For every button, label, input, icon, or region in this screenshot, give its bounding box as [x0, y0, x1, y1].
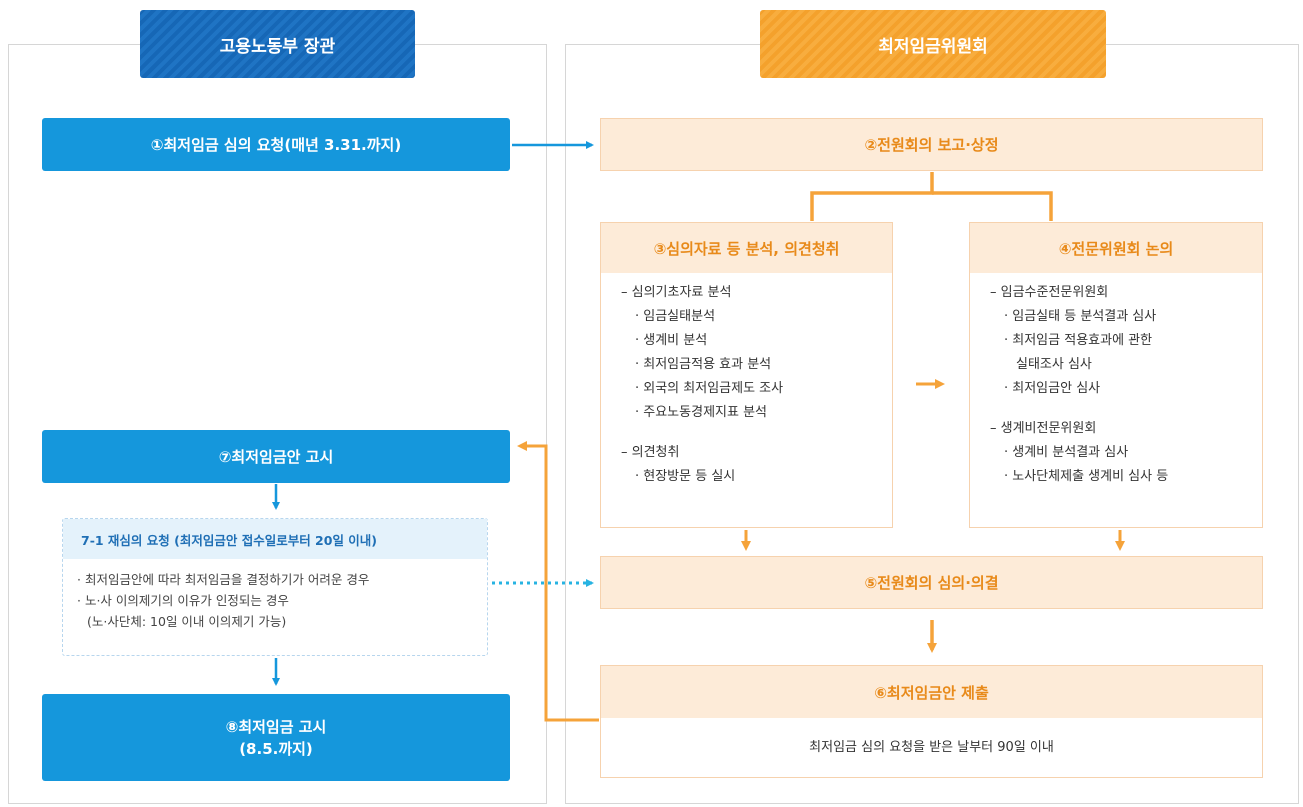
reconsideration-item-2: · 노·사 이의제기의 이유가 인정되는 경우: [77, 593, 289, 608]
reconsideration-title: 7-1 재심의 요청 (최저임금안 접수일로부터 20일 이내): [63, 519, 487, 559]
step6-deadline-note: 최저임금 심의 요청을 받은 날부터 90일 이내: [809, 740, 1054, 755]
step3-item: · 외국의 최저임금제도 조사: [635, 381, 784, 396]
step7-proposal-notice: ⑦최저임금안 고시: [42, 430, 510, 483]
step3-item: · 임금실태분석: [635, 309, 716, 324]
step3-analysis-box: ③심의자료 등 분석, 의견청취 – 심의기초자료 분석 · 임금실태분석 · …: [600, 222, 893, 528]
step4-title: ④전문위원회 논의: [970, 223, 1262, 273]
step4-item: · 최저임금안 심사: [1004, 381, 1101, 396]
step6-title: ⑥최저임금안 제출: [601, 666, 1262, 718]
arrow-step6-to-step7: [517, 441, 599, 722]
step5-plenary-deliberation: ⑤전원회의 심의·의결: [600, 556, 1263, 609]
step2-label: ②전원회의 보고·상정: [864, 136, 999, 154]
step2-plenary-report: ②전원회의 보고·상정: [600, 118, 1263, 171]
step3-item: · 주요노동경제지표 분석: [635, 405, 767, 420]
step8-minimum-wage-notice: ⑧최저임금 고시 (8.5.까지): [42, 694, 510, 781]
step8-label: ⑧최저임금 고시: [225, 717, 327, 736]
step7-label: ⑦최저임금안 고시: [218, 447, 334, 466]
step4-item: 실태조사 심사: [1016, 357, 1092, 372]
step6-proposal-submission: ⑥최저임금안 제출 최저임금 심의 요청을 받은 날부터 90일 이내: [600, 665, 1263, 778]
step3-title: ③심의자료 등 분석, 의견청취: [601, 223, 892, 273]
step5-label: ⑤전원회의 심의·의결: [864, 574, 999, 592]
commission-header: 최저임금위원회: [760, 10, 1106, 78]
step4-item: – 임금수준전문위원회: [990, 285, 1109, 300]
step4-item: · 임금실태 등 분석결과 심사: [1004, 309, 1157, 324]
connector-step2-to-step4: [932, 191, 1053, 221]
step4-committee-box: ④전문위원회 논의 – 임금수준전문위원회 · 임금실태 등 분석결과 심사 ·…: [969, 222, 1263, 528]
reconsideration-item-1: · 최저임금안에 따라 최저임금을 결정하기가 어려운 경우: [77, 572, 370, 587]
step1-label: ①최저임금 심의 요청(매년 3.31.까지): [150, 135, 402, 154]
step3-item: · 생계비 분석: [635, 333, 708, 348]
step3-item: · 현장방문 등 실시: [635, 469, 736, 484]
reconsideration-request-box: 7-1 재심의 요청 (최저임금안 접수일로부터 20일 이내) · 최저임금안…: [62, 518, 488, 656]
step4-item: · 최저임금 적용효과에 관한: [1004, 333, 1153, 348]
step3-item: – 의견청취: [621, 445, 680, 460]
ministry-header: 고용노동부 장관: [140, 10, 415, 78]
step4-item: – 생계비전문위원회: [990, 421, 1097, 436]
step1-deliberation-request: ①최저임금 심의 요청(매년 3.31.까지): [42, 118, 510, 171]
step4-item: · 생계비 분석결과 심사: [1004, 445, 1129, 460]
step3-item: – 심의기초자료 분석: [621, 285, 732, 300]
step4-item: · 노사단체제출 생계비 심사 등: [1004, 469, 1169, 484]
step3-item: · 최저임금적용 효과 분석: [635, 357, 772, 372]
step8-deadline: (8.5.까지): [239, 739, 313, 758]
reconsideration-item-3: (노·사단체: 10일 이내 이의제기 가능): [87, 614, 287, 629]
connector-step2-to-step3: [810, 172, 934, 221]
